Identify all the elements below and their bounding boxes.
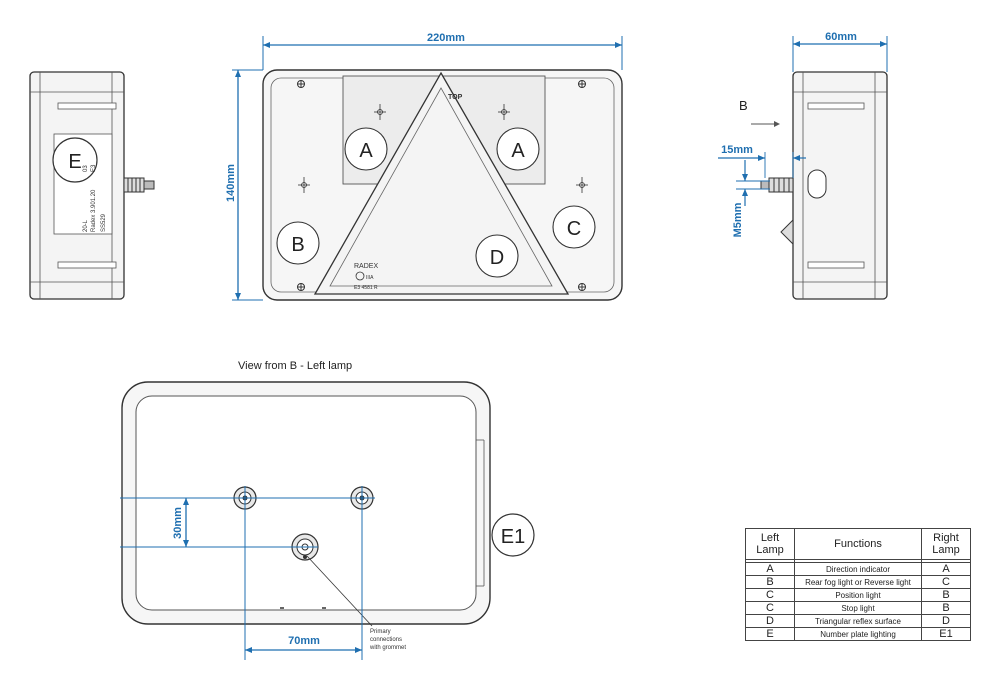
left-side-view: E Radex 3.901.20 E3 20-L 03 SS529 — [29, 71, 155, 300]
e-circle — [52, 137, 98, 183]
marking-text: Radex 3.901.20 E3 20-L 03 SS529 — [83, 164, 107, 232]
table-row: B Rear fog light or Reverse light C — [745, 575, 971, 589]
dim-15: 15mm — [721, 144, 753, 156]
svg-text:A: A — [511, 140, 525, 162]
svg-text:Radex 3.901.20: Radex 3.901.20 — [91, 189, 97, 232]
front-view: TOP RADEX IIIA E3 4581 R A A B C D — [225, 32, 623, 301]
zone-d — [475, 234, 519, 278]
svg-text:B: B — [291, 234, 304, 256]
e1-circle — [491, 513, 535, 557]
svg-text:20-L: 20-L — [83, 219, 89, 232]
e1-label: E1 — [501, 526, 525, 548]
svg-text:E3 4581 R: E3 4581 R — [354, 285, 378, 291]
table-row: D Triangular reflex surface D — [745, 614, 971, 628]
grommet-note: Primary — [370, 629, 391, 635]
header-functions: Functions — [794, 528, 922, 560]
table-row: C Position light B — [745, 588, 971, 602]
svg-text:connections: connections — [370, 637, 402, 643]
dim-m5: M5mm — [732, 202, 744, 237]
svg-text:SS529: SS529 — [101, 213, 107, 232]
svg-text:with grommet: with grommet — [369, 645, 406, 651]
dim-140: 140mm — [225, 164, 237, 202]
view-b-label: B — [739, 98, 748, 113]
rear-view-caption: View from B - Left lamp — [238, 360, 352, 372]
zone-b — [276, 221, 320, 265]
zone-a-right — [496, 127, 540, 171]
zone-c — [552, 205, 596, 249]
zone-a-left — [344, 127, 388, 171]
table-row: A Direction indicator A — [745, 562, 971, 576]
dim-60: 60mm — [825, 31, 857, 43]
e-label: E — [68, 151, 81, 173]
svg-text:A: A — [359, 140, 373, 162]
right-side-view: 60mm B 15mm M5mm — [718, 31, 888, 300]
dim-220: 220mm — [427, 32, 465, 44]
rear-view: View from B - Left lamp Primary connecti… — [120, 360, 535, 660]
table-row: C Stop light B — [745, 601, 971, 615]
brand-label: RADEX — [354, 263, 378, 270]
dim-30: 30mm — [172, 507, 184, 539]
svg-text:IIIA: IIIA — [366, 275, 374, 281]
svg-text:E3: E3 — [91, 164, 97, 172]
top-mark: TOP — [448, 94, 463, 101]
svg-text:C: C — [567, 218, 581, 240]
table-row: E Number plate lighting E1 — [745, 627, 971, 641]
dim-70: 70mm — [288, 635, 320, 647]
svg-text:03: 03 — [83, 165, 89, 172]
svg-text:D: D — [490, 247, 504, 269]
